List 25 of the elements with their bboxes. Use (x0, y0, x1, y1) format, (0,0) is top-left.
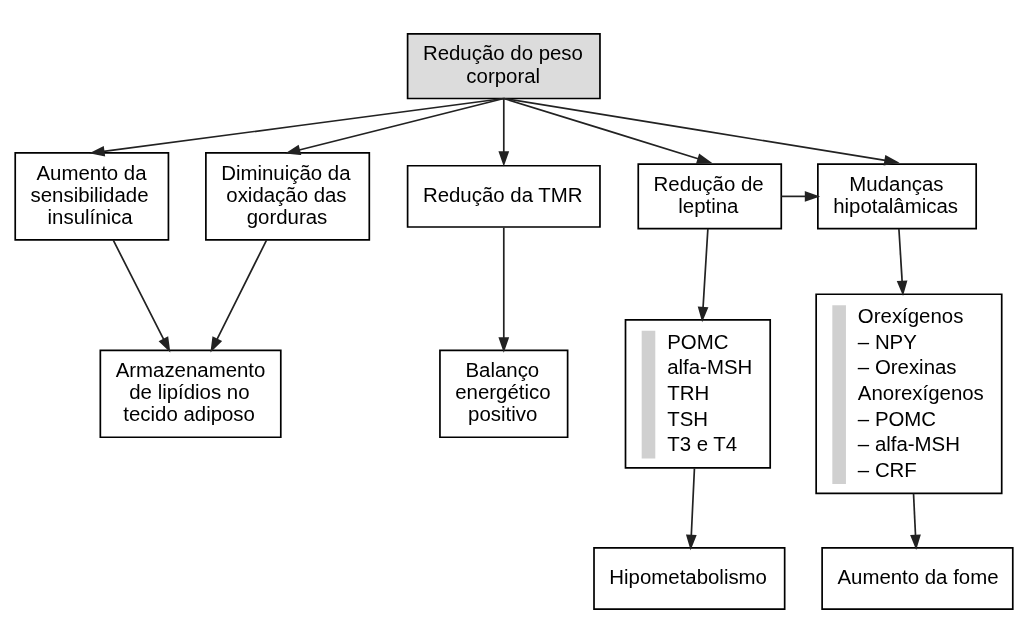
node-box: Balanço energético positivo (439, 349, 569, 439)
arrow (780, 191, 821, 202)
arrow (112, 239, 171, 353)
node-box: Aumento da sensibilidade insulínica (14, 152, 170, 241)
arrow (498, 97, 510, 167)
node-box: Redução do peso corporal (406, 32, 601, 100)
node-box: Armazenamento de lipídios no tecido adiposo (99, 349, 282, 439)
arrow (685, 467, 697, 551)
node-box: Mudanças hipotalâmicas (817, 163, 978, 230)
arrow (502, 97, 900, 166)
node-box: Hipometabolismo (593, 547, 786, 611)
node-box: Orexígenos – NPY – Orexinas Anorexígenos – POMC – alfa-MSH – CRF (815, 293, 1003, 495)
node-box: Diminuição da oxidação das gorduras (205, 152, 371, 241)
arrow (285, 97, 505, 156)
node-box: POMC alfa-MSH TRH TSH T3 e T4 (624, 318, 772, 469)
node-box: Redução da TMR (406, 164, 601, 228)
node-box: Redução de leptina (637, 163, 783, 230)
node-box: Aumento da fome (821, 547, 1014, 611)
arrow (502, 97, 713, 164)
arrow (896, 228, 908, 297)
arrow (697, 228, 709, 323)
arrow (910, 492, 921, 551)
arrow (89, 97, 505, 157)
arrow (210, 239, 268, 353)
arrow (498, 226, 510, 353)
